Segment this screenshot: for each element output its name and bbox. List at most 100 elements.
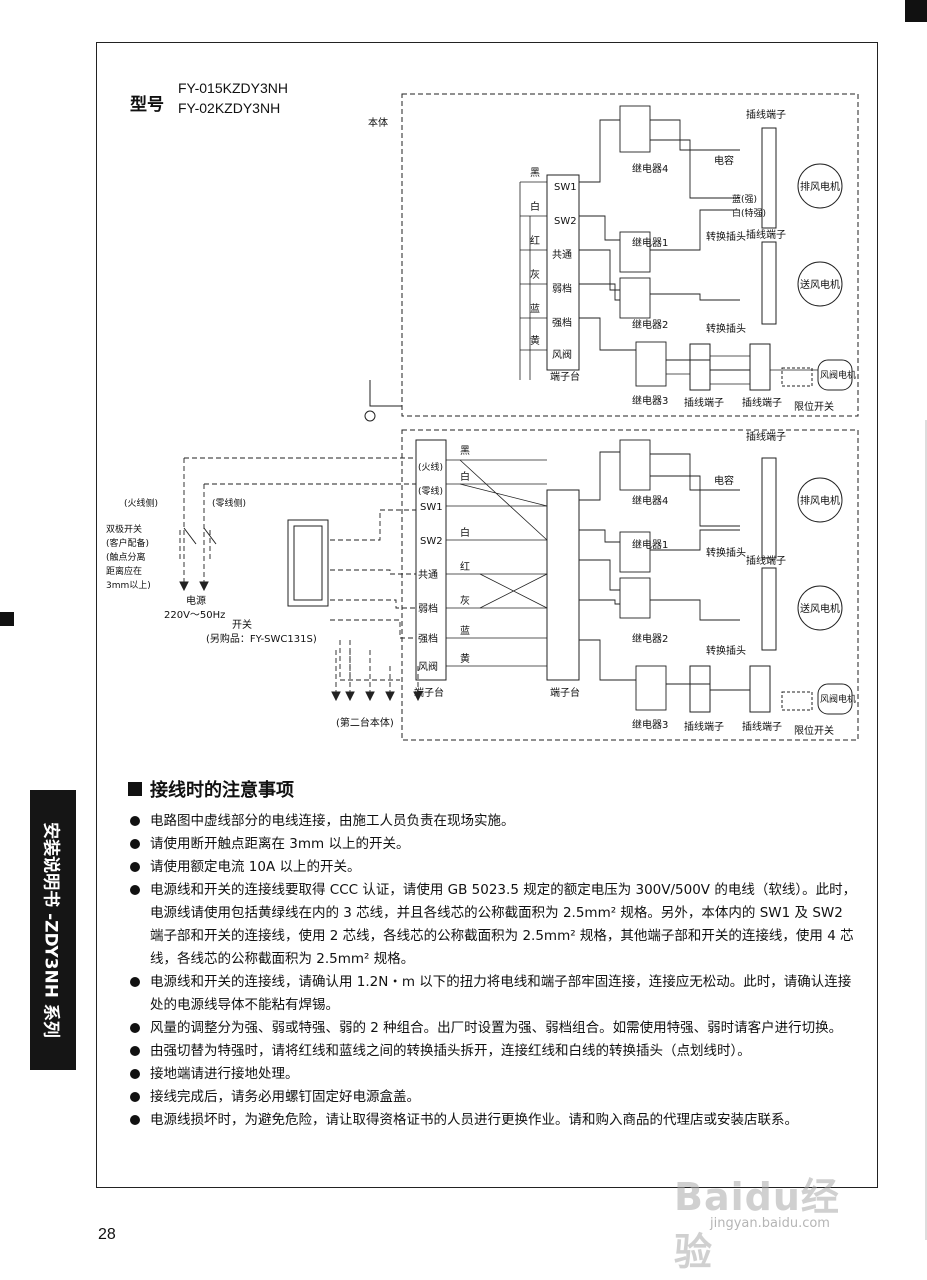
note-item: 请使用额定电流 10A 以上的开关。 — [128, 856, 858, 879]
terminal-label: SW1 — [554, 182, 577, 193]
switch-note-line: (触点分离 — [106, 551, 146, 563]
switch-note-line: 3mm以上) — [106, 580, 151, 591]
wire-color: 黑 — [530, 167, 540, 179]
note-item: 由强切替为特强时，请将红线和蓝线之间的转换插头拆开，连接红线和白线的转换插头（点… — [128, 1040, 858, 1063]
bullet-icon — [130, 977, 140, 987]
note-item: 接地端请进行接地处理。 — [128, 1063, 858, 1086]
page-frame — [96, 42, 878, 1188]
capacitor-label: 电容 — [714, 474, 734, 487]
conversion-plug-label: 转换插头 — [706, 230, 746, 243]
relay-label: 继电器2 — [632, 318, 668, 331]
scan-edge — [925, 420, 927, 1240]
plug-terminal-label: 插线端子 — [742, 396, 782, 409]
terminal-label: 共通 — [418, 569, 438, 581]
wire-color: 蓝 — [460, 625, 470, 637]
side-tab-label: 安装说明书 -ZDY3NH 系列 — [40, 822, 61, 1038]
watermark-sub: jingyan.baidu.com — [710, 1216, 830, 1231]
field-terminal-label: (零线) — [418, 485, 443, 497]
supply-motor-label: 送风电机 — [800, 602, 840, 615]
exhaust-motor-label: 排风电机 — [800, 180, 840, 193]
limit-switch-label: 限位开关 — [794, 400, 834, 413]
model-number-list: FY-015KZDY3NH FY-02KZDY3NH — [178, 78, 288, 118]
bullet-icon — [130, 1023, 140, 1033]
exhaust-motor-symbol — [797, 163, 843, 209]
field-terminal-label: (火线) — [418, 461, 443, 473]
terminal-block-label: 端子台 — [550, 686, 580, 699]
switch-note-line: (客户配备) — [106, 537, 149, 549]
plug-label: 蓝(强) — [732, 193, 757, 205]
terminal-label: 强档 — [418, 632, 438, 645]
note-item: 电源线和开关的连接线，请确认用 1.2N・m 以下的扭力将电线和端子部牢固连接，… — [128, 971, 858, 1017]
note-item: 风量的调整分为强、弱或特强、弱的 2 种组合。出厂时设置为强、弱档组合。如需使用… — [128, 1017, 858, 1040]
live-side-label: (火线侧) — [124, 497, 158, 509]
power-spec: 220V～50Hz — [164, 610, 225, 621]
terminal-block-label: 端子台 — [414, 686, 444, 699]
relay-label: 继电器1 — [632, 236, 668, 249]
wire-color: 黄 — [530, 334, 540, 347]
exhaust-motor-label: 排风电机 — [800, 494, 840, 507]
relay-label: 继电器1 — [632, 538, 668, 551]
wiring-diagram: 本体 SW1 SW2 共通 弱档 强档 风阀 端子台 黑 白 红 灰 蓝 黄 继… — [106, 93, 859, 741]
wire-color: 灰 — [460, 594, 470, 607]
model-number: FY-015KZDY3NH — [178, 80, 288, 96]
switch-note-line: 距离应在 — [106, 565, 142, 577]
side-notch-mark — [0, 612, 14, 626]
wire-color: 红 — [530, 234, 540, 247]
page-number: 28 — [98, 1226, 116, 1243]
wire-color: 白 — [460, 526, 470, 539]
power-label: 电源 — [186, 594, 206, 607]
plug-terminal-label: 插线端子 — [746, 228, 786, 241]
field-terminal-block — [415, 439, 447, 681]
wire-color: 黑 — [460, 445, 470, 457]
switch-note-line: 双极开关 — [106, 523, 142, 535]
notes-heading: 接线时的注意事项 — [128, 776, 858, 802]
terminal-block-2 — [546, 489, 580, 681]
terminal-block-1 — [546, 174, 580, 371]
supply-motor-symbol — [797, 585, 843, 631]
plug-terminal-label: 插线端子 — [684, 720, 724, 733]
switch-label: 开关 — [232, 618, 252, 631]
capacitor-label: 电容 — [714, 154, 734, 167]
plug-label: 白(特强) — [732, 207, 766, 219]
conversion-plug-label: 转换插头 — [706, 644, 746, 657]
terminal-label: SW2 — [554, 216, 577, 227]
conversion-plug-label: 转换插头 — [706, 546, 746, 559]
terminal-label: SW2 — [420, 536, 443, 547]
bullet-icon — [130, 1092, 140, 1102]
model-label: 型号 — [130, 95, 164, 115]
bullet-icon — [130, 1069, 140, 1079]
terminal-label: 强档 — [552, 316, 572, 329]
plug-terminal-label: 插线端子 — [684, 396, 724, 409]
relay-label: 继电器3 — [632, 394, 668, 407]
damper-motor-symbol — [817, 359, 853, 391]
note-item: 电源线和开关的连接线要取得 CCC 认证，请使用 GB 5023.5 规定的额定… — [128, 879, 858, 971]
second-unit-label: (第二台本体) — [336, 716, 394, 729]
wiring-notes-section: 接线时的注意事项 电路图中虚线部分的电线连接，由施工人员负责在现场实施。 请使用… — [128, 776, 858, 1132]
baidu-watermark: Baidu经验 jingyan.baidu.com — [664, 1140, 874, 1274]
terminal-label: SW1 — [420, 502, 443, 513]
side-tab: 安装说明书 -ZDY3NH 系列 — [30, 790, 76, 1070]
plug-terminal-label: 插线端子 — [742, 720, 782, 733]
bullet-icon — [130, 816, 140, 826]
wire-color: 白 — [460, 470, 470, 483]
supply-motor-symbol — [797, 261, 843, 307]
terminal-label: 风阀 — [418, 660, 438, 673]
relay-label: 继电器2 — [632, 632, 668, 645]
model-number: FY-02KZDY3NH — [178, 100, 281, 116]
damper-motor-label: 风阀电机 — [820, 693, 856, 705]
wire-color: 灰 — [530, 268, 540, 281]
note-item: 电源线损坏时，为避免危险，请让取得资格证书的人员进行更换作业。请和购入商品的代理… — [128, 1109, 858, 1132]
terminal-label: 弱档 — [552, 282, 572, 295]
limit-switch-label: 限位开关 — [794, 724, 834, 737]
square-bullet-icon — [128, 782, 142, 796]
terminal-label: 风阀 — [552, 348, 572, 361]
wire-color: 红 — [460, 560, 470, 573]
bullet-icon — [130, 1115, 140, 1125]
supply-motor-label: 送风电机 — [800, 278, 840, 291]
note-item: 接线完成后，请务必用螺钉固定好电源盒盖。 — [128, 1086, 858, 1109]
plug-terminal-label: 插线端子 — [746, 554, 786, 567]
relay-label: 继电器4 — [632, 494, 668, 507]
watermark-main: Baidu经验 — [674, 1175, 840, 1274]
neutral-side-label: (零线侧) — [212, 497, 246, 509]
wire-color: 黄 — [460, 652, 470, 665]
